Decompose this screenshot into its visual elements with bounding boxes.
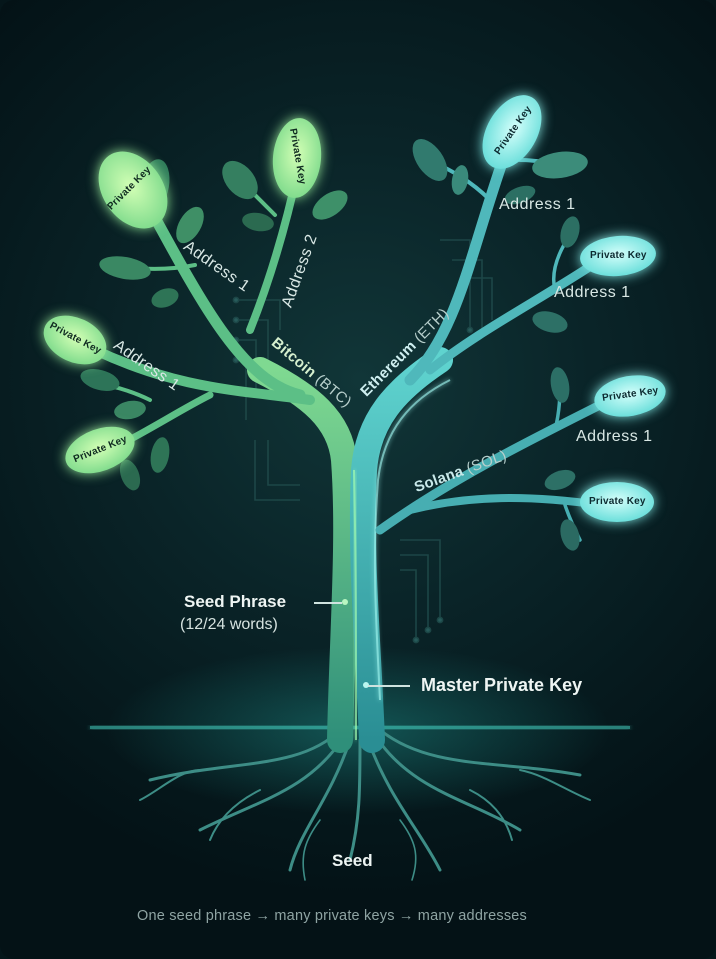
trunk-right <box>349 347 453 753</box>
seed-phrase-words-label: (12/24 words) <box>180 616 278 633</box>
tree-roots <box>139 728 591 881</box>
leaf-label-sol-b: Private Key <box>589 496 646 507</box>
address-label-sol-1: Address 1 <box>576 428 653 445</box>
leaf-eth-a <box>482 95 542 169</box>
decorative-leaves <box>80 138 588 551</box>
leaf-btc-b <box>272 118 322 198</box>
private-key-leaves <box>43 95 666 522</box>
leaf-btc-a <box>98 151 168 229</box>
leaf-eth-b <box>580 235 656 277</box>
leaf-sol-a <box>594 375 666 417</box>
caption: One seed phrase → many private keys → ma… <box>137 908 527 924</box>
master-private-key-label: Master Private Key <box>421 675 583 695</box>
seed-phrase-pointer <box>314 602 342 604</box>
seed-label: Seed <box>332 851 373 870</box>
leaf-btc-c <box>43 315 107 365</box>
address-label-eth-lower-1: Address 1 <box>554 284 631 301</box>
seed-phrase-label: Seed Phrase <box>184 592 287 611</box>
leaf-sol-b <box>580 482 654 522</box>
trunk-left <box>247 357 360 753</box>
master-key-pointer <box>368 685 410 687</box>
leaf-btc-d <box>65 426 135 474</box>
leaf-label-eth-b: Private Key <box>590 250 647 261</box>
circuit-traces <box>232 239 493 644</box>
address-label-eth-upper-1: Address 1 <box>499 196 576 213</box>
